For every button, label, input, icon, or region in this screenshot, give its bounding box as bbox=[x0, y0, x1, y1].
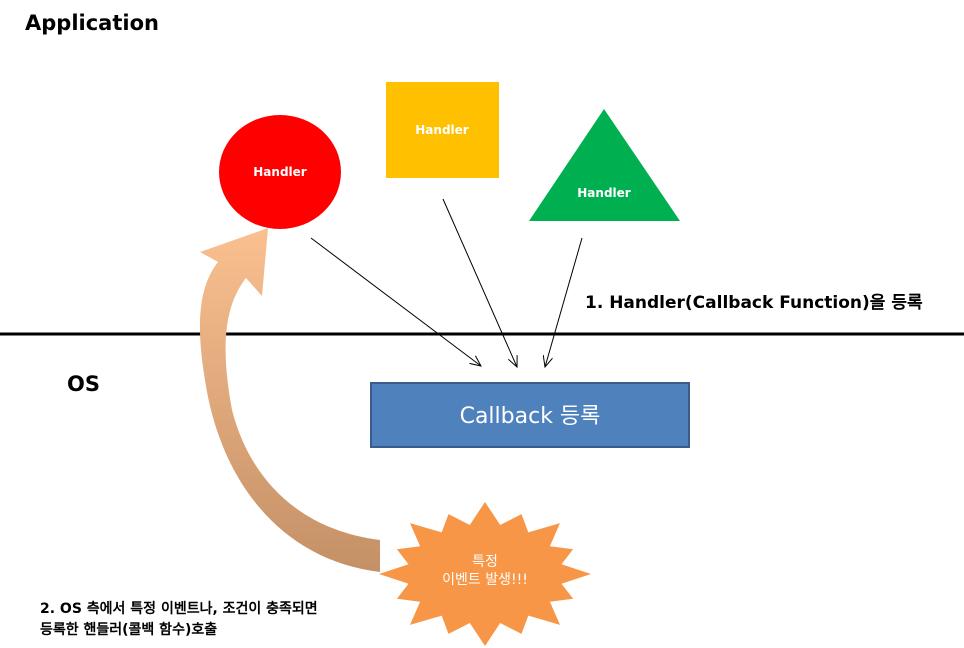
handler-square-shape bbox=[386, 82, 499, 178]
callback-register-label: Callback 등록 bbox=[460, 404, 601, 429]
step2-label-line1: 2. OS 측에서 특정 이벤트나, 조건이 충족되면 bbox=[40, 600, 318, 617]
handler-triangle-shape bbox=[529, 109, 680, 221]
event-burst-line1: 특정 bbox=[472, 554, 498, 570]
os-label: OS bbox=[67, 372, 100, 396]
event-burst-line2: 이벤트 발생!!! bbox=[442, 572, 528, 588]
handler-circle-label: Handler bbox=[253, 165, 307, 179]
handler-square-label: Handler bbox=[415, 123, 469, 137]
arrow-triangle-to-callback bbox=[545, 237, 583, 367]
event-burst-shape bbox=[379, 502, 591, 646]
application-label: Application bbox=[25, 11, 159, 35]
arrow-circle-to-callback bbox=[310, 237, 481, 366]
callback-invoke-curved-arrow bbox=[199, 228, 380, 572]
handler-triangle-label: Handler bbox=[577, 186, 631, 200]
callback-register-box bbox=[370, 382, 690, 448]
step2-label-line2: 등록한 핸들러(콜백 함수)호출 bbox=[40, 621, 217, 638]
arrow-square-to-callback bbox=[442, 198, 517, 367]
step1-label: 1. Handler(Callback Function)을 등록 bbox=[585, 293, 923, 313]
handler-circle-shape bbox=[219, 115, 341, 229]
